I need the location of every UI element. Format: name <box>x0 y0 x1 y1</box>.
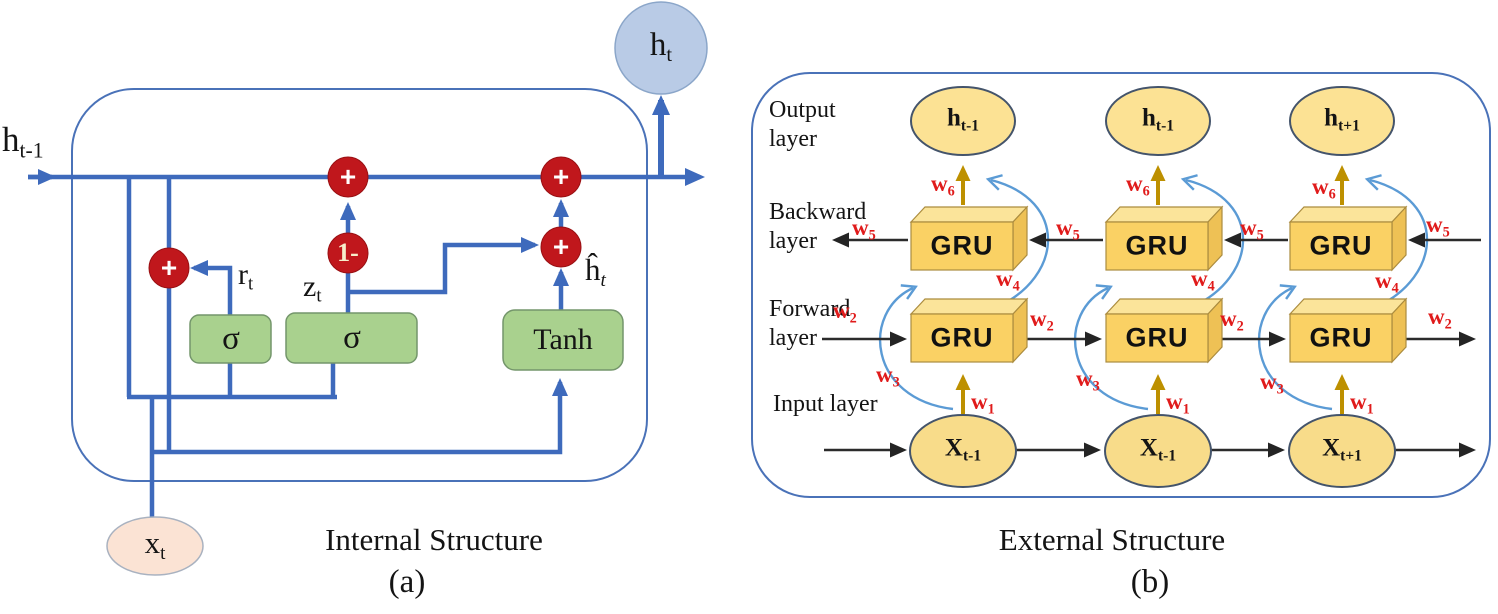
output-node-3-label: ht+1 <box>1324 104 1360 135</box>
gru-unit-label: GRU <box>1309 322 1373 353</box>
gru-unit-label: GRU <box>1309 230 1373 261</box>
external-structure-panel <box>751 72 1491 498</box>
panel-b-tag: (b) <box>1130 564 1170 600</box>
w4-label: w4 <box>1375 268 1399 297</box>
recurrent-curve-left-1 <box>879 284 954 411</box>
gru-forward-3 <box>1289 313 1393 363</box>
panel-a-tag: (a) <box>388 564 426 600</box>
output-node-3 <box>1289 86 1395 156</box>
one-minus-icon: 1- <box>337 238 359 267</box>
w6-label: w6 <box>931 171 955 200</box>
w3-label: w3 <box>1076 366 1100 395</box>
gru-backward-2-top <box>1104 206 1224 223</box>
update-gate-branch <box>348 237 539 295</box>
reset-gate-loop <box>190 260 233 315</box>
tanh-box <box>502 309 624 371</box>
w2-label: w2 <box>833 298 857 327</box>
input-xt-label: xt <box>144 525 166 564</box>
w3-label: w3 <box>1260 369 1284 398</box>
tanh-label: Tanh <box>533 323 593 356</box>
w1-label: w1 <box>1350 389 1374 418</box>
w2-label: w2 <box>1030 306 1054 335</box>
input-node-3 <box>1288 414 1396 488</box>
gru-unit-label: GRU <box>930 230 994 261</box>
gru-backward-3-top <box>1288 206 1408 223</box>
one-minus-operator <box>327 232 369 274</box>
input-node-1-label: Xt-1 <box>944 434 982 465</box>
w5-label: w5 <box>852 215 876 244</box>
input-node-2-label: Xt-1 <box>1139 434 1177 465</box>
gru-backward-1 <box>910 221 1014 271</box>
plus-icon: + <box>552 231 570 262</box>
forward-layer-label: Forward layer <box>769 296 851 351</box>
w2-label: w2 <box>1220 306 1244 335</box>
w4-label: w4 <box>1191 266 1215 295</box>
gru-forward-2 <box>1105 313 1209 363</box>
add-operator-1 <box>327 156 369 198</box>
w1-label: w1 <box>1166 389 1190 418</box>
hidden-state-out-label: ht <box>649 26 673 67</box>
hidden-state-prev-label: ht-1 <box>2 120 44 163</box>
update-sigma-label: σ <box>343 319 361 356</box>
reset-sigma-box <box>189 314 272 364</box>
add-operator-3 <box>540 226 582 268</box>
input-layer-label: Input layer <box>773 391 878 417</box>
output-layer-label: Output layer <box>769 97 836 152</box>
input-xt-node <box>106 516 204 576</box>
w1-label: w1 <box>971 389 995 418</box>
output-node-2 <box>1105 86 1211 156</box>
reset-sigma-label: σ <box>222 320 240 357</box>
gru-forward-1 <box>910 313 1014 363</box>
update-gate-label: zt <box>303 270 322 307</box>
gru-backward-3 <box>1289 221 1393 271</box>
panel-b-caption: External Structure <box>998 522 1226 557</box>
output-node-2-label: ht-1 <box>1142 104 1174 135</box>
hidden-state-out-node <box>614 1 708 95</box>
candidate-state-label: ĥt <box>585 252 606 291</box>
recurrent-curve-left-3 <box>1258 284 1333 411</box>
w5-label: w5 <box>1056 215 1080 244</box>
w5-label: w5 <box>1426 212 1450 241</box>
input-node-2 <box>1104 414 1212 488</box>
input-node-1 <box>909 414 1017 488</box>
backward-layer-label: Backward layer <box>769 199 867 254</box>
add-operator-2 <box>540 156 582 198</box>
gru-unit-label: GRU <box>1125 322 1189 353</box>
panel-a-border <box>71 88 648 482</box>
plus-icon: + <box>339 161 357 192</box>
output-node-1 <box>910 86 1016 156</box>
reset-gate-label: rt <box>238 258 254 295</box>
gru-forward-1-top <box>909 298 1029 315</box>
candidate-input-bus <box>152 378 568 455</box>
plus-icon: + <box>160 252 178 283</box>
input-node-3-label: Xt+1 <box>1322 434 1362 465</box>
output-node-1-label: ht-1 <box>947 104 979 135</box>
panel-b-border <box>751 72 1491 498</box>
gru-unit-label: GRU <box>930 322 994 353</box>
w6-label: w6 <box>1312 174 1336 203</box>
gru-forward-2-top <box>1104 298 1224 315</box>
panel-a-caption: Internal Structure <box>325 522 543 557</box>
add-operator-4 <box>148 247 190 289</box>
gru-backward-2 <box>1105 221 1209 271</box>
internal-structure-panel <box>28 1 708 576</box>
w2-label: w2 <box>1428 304 1452 333</box>
recurrent-curve-left-2 <box>1074 284 1149 411</box>
gru-backward-1-top <box>909 206 1029 223</box>
w5-label: w5 <box>1240 215 1264 244</box>
gru-unit-label: GRU <box>1125 230 1189 261</box>
w6-label: w6 <box>1126 171 1150 200</box>
gru-forward-3-top <box>1288 298 1408 315</box>
w3-label: w3 <box>876 362 900 391</box>
update-sigma-box <box>285 312 418 364</box>
w4-label: w4 <box>996 266 1020 295</box>
plus-icon: + <box>552 161 570 192</box>
